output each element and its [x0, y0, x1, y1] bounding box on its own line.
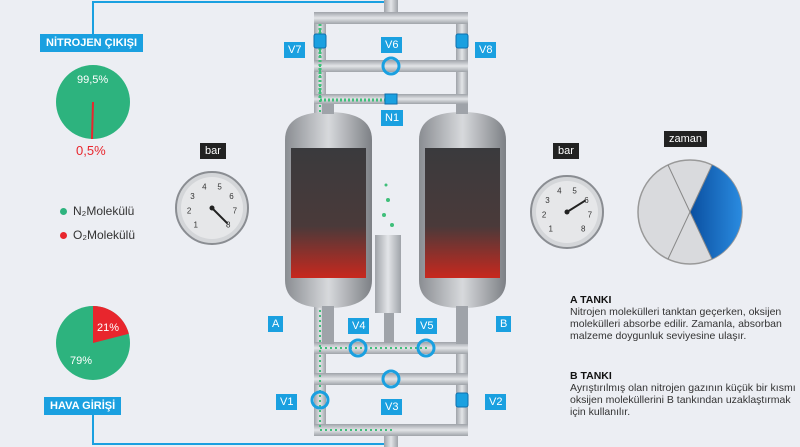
pressure-gauge-right: 12 34 56 78	[530, 175, 604, 249]
tank-a	[285, 104, 372, 344]
gauge-tick-label: 2	[542, 211, 547, 220]
inlet-line	[92, 412, 392, 445]
gauge-tick-label: 3	[545, 196, 550, 205]
center-column	[375, 183, 401, 343]
gauge-tick-label: 7	[233, 207, 238, 216]
outlet-pie-chart	[56, 65, 130, 140]
inlet-pie-chart	[56, 306, 130, 380]
gauge-tick-label: 1	[194, 220, 199, 229]
gauge-tick-label: 8	[581, 224, 586, 233]
valve-v6-label: V6	[381, 37, 403, 53]
tank-b-label: B	[496, 316, 512, 332]
air-inlet-label: HAVA GİRİŞİ	[44, 397, 122, 415]
valve-v5-label: V5	[416, 318, 438, 334]
o2-slice	[93, 306, 129, 343]
o2-slice	[91, 101, 94, 140]
valve-v3	[381, 369, 401, 389]
valve-n1	[384, 93, 398, 105]
tank-b	[419, 104, 506, 344]
valve-v4	[348, 338, 368, 358]
gauge-needle	[566, 199, 587, 213]
tank-b-title: B TANKI	[570, 370, 612, 382]
valve-v1-label: V1	[276, 394, 298, 410]
valve-v7-label: V7	[284, 42, 306, 58]
valve-v2	[455, 392, 469, 408]
gauge-needle	[211, 207, 229, 225]
gauge-tick-label: 5	[572, 186, 577, 195]
gauge-tick-label: 6	[584, 196, 589, 205]
gauge-right-label: bar	[553, 143, 579, 159]
valve-v5	[416, 338, 436, 358]
tank-a-text: Nitrojen molekülleri tanktan geçerken, o…	[570, 306, 782, 342]
legend-o2-label: O₂Molekülü	[73, 228, 136, 242]
tank-b-text: Ayrıştırılmış olan nitrojen gazının küçü…	[570, 382, 796, 418]
gauge-left-label: bar	[200, 143, 226, 159]
timer-label: zaman	[664, 131, 708, 147]
gauge-tick-label: 4	[557, 186, 562, 195]
timer-dial	[637, 159, 743, 265]
legend-o2: O₂Molekülü	[60, 228, 135, 242]
o2-dot-icon	[60, 231, 67, 239]
tank-a-title: A TANKI	[570, 294, 612, 306]
outlet-n2-percent: 99,5%	[77, 74, 109, 86]
legend-n2-label: N₂Molekülü	[73, 204, 135, 218]
legend-n2: N₂Molekülü	[60, 204, 134, 218]
valve-v7	[313, 33, 327, 49]
valve-v2-label: V2	[485, 394, 507, 410]
gauge-tick-label: 8	[226, 220, 231, 229]
outlet-line	[92, 1, 392, 36]
valve-v3-label: V3	[381, 399, 403, 415]
gauge-tick-label: 6	[229, 192, 234, 201]
n2-dot-icon	[60, 207, 67, 215]
gauge-tick-label: 3	[190, 192, 195, 201]
valve-v1	[310, 390, 330, 410]
tank-a-label: A	[268, 316, 284, 332]
inlet-o2-percent: 21%	[97, 322, 120, 334]
valve-v8-label: V8	[475, 42, 497, 58]
valve-n1-label: N1	[381, 110, 404, 126]
valve-v8	[455, 33, 469, 49]
gauge-tick-label: 7	[588, 211, 593, 220]
gauge-tick-label: 2	[187, 207, 192, 216]
valve-v4-label: V4	[348, 318, 370, 334]
inlet-n2-percent: 79%	[70, 355, 93, 367]
gauge-tick-label: 5	[217, 182, 222, 191]
nitrogen-outlet-label: NİTROJEN ÇIKIŞI	[40, 34, 144, 52]
valve-v6	[381, 56, 401, 76]
gauge-tick-label: 1	[549, 224, 554, 233]
pressure-gauge-left: 12 34 56 78	[175, 171, 249, 245]
outlet-o2-percent: 0,5%	[76, 143, 106, 158]
gauge-tick-label: 4	[202, 182, 207, 191]
